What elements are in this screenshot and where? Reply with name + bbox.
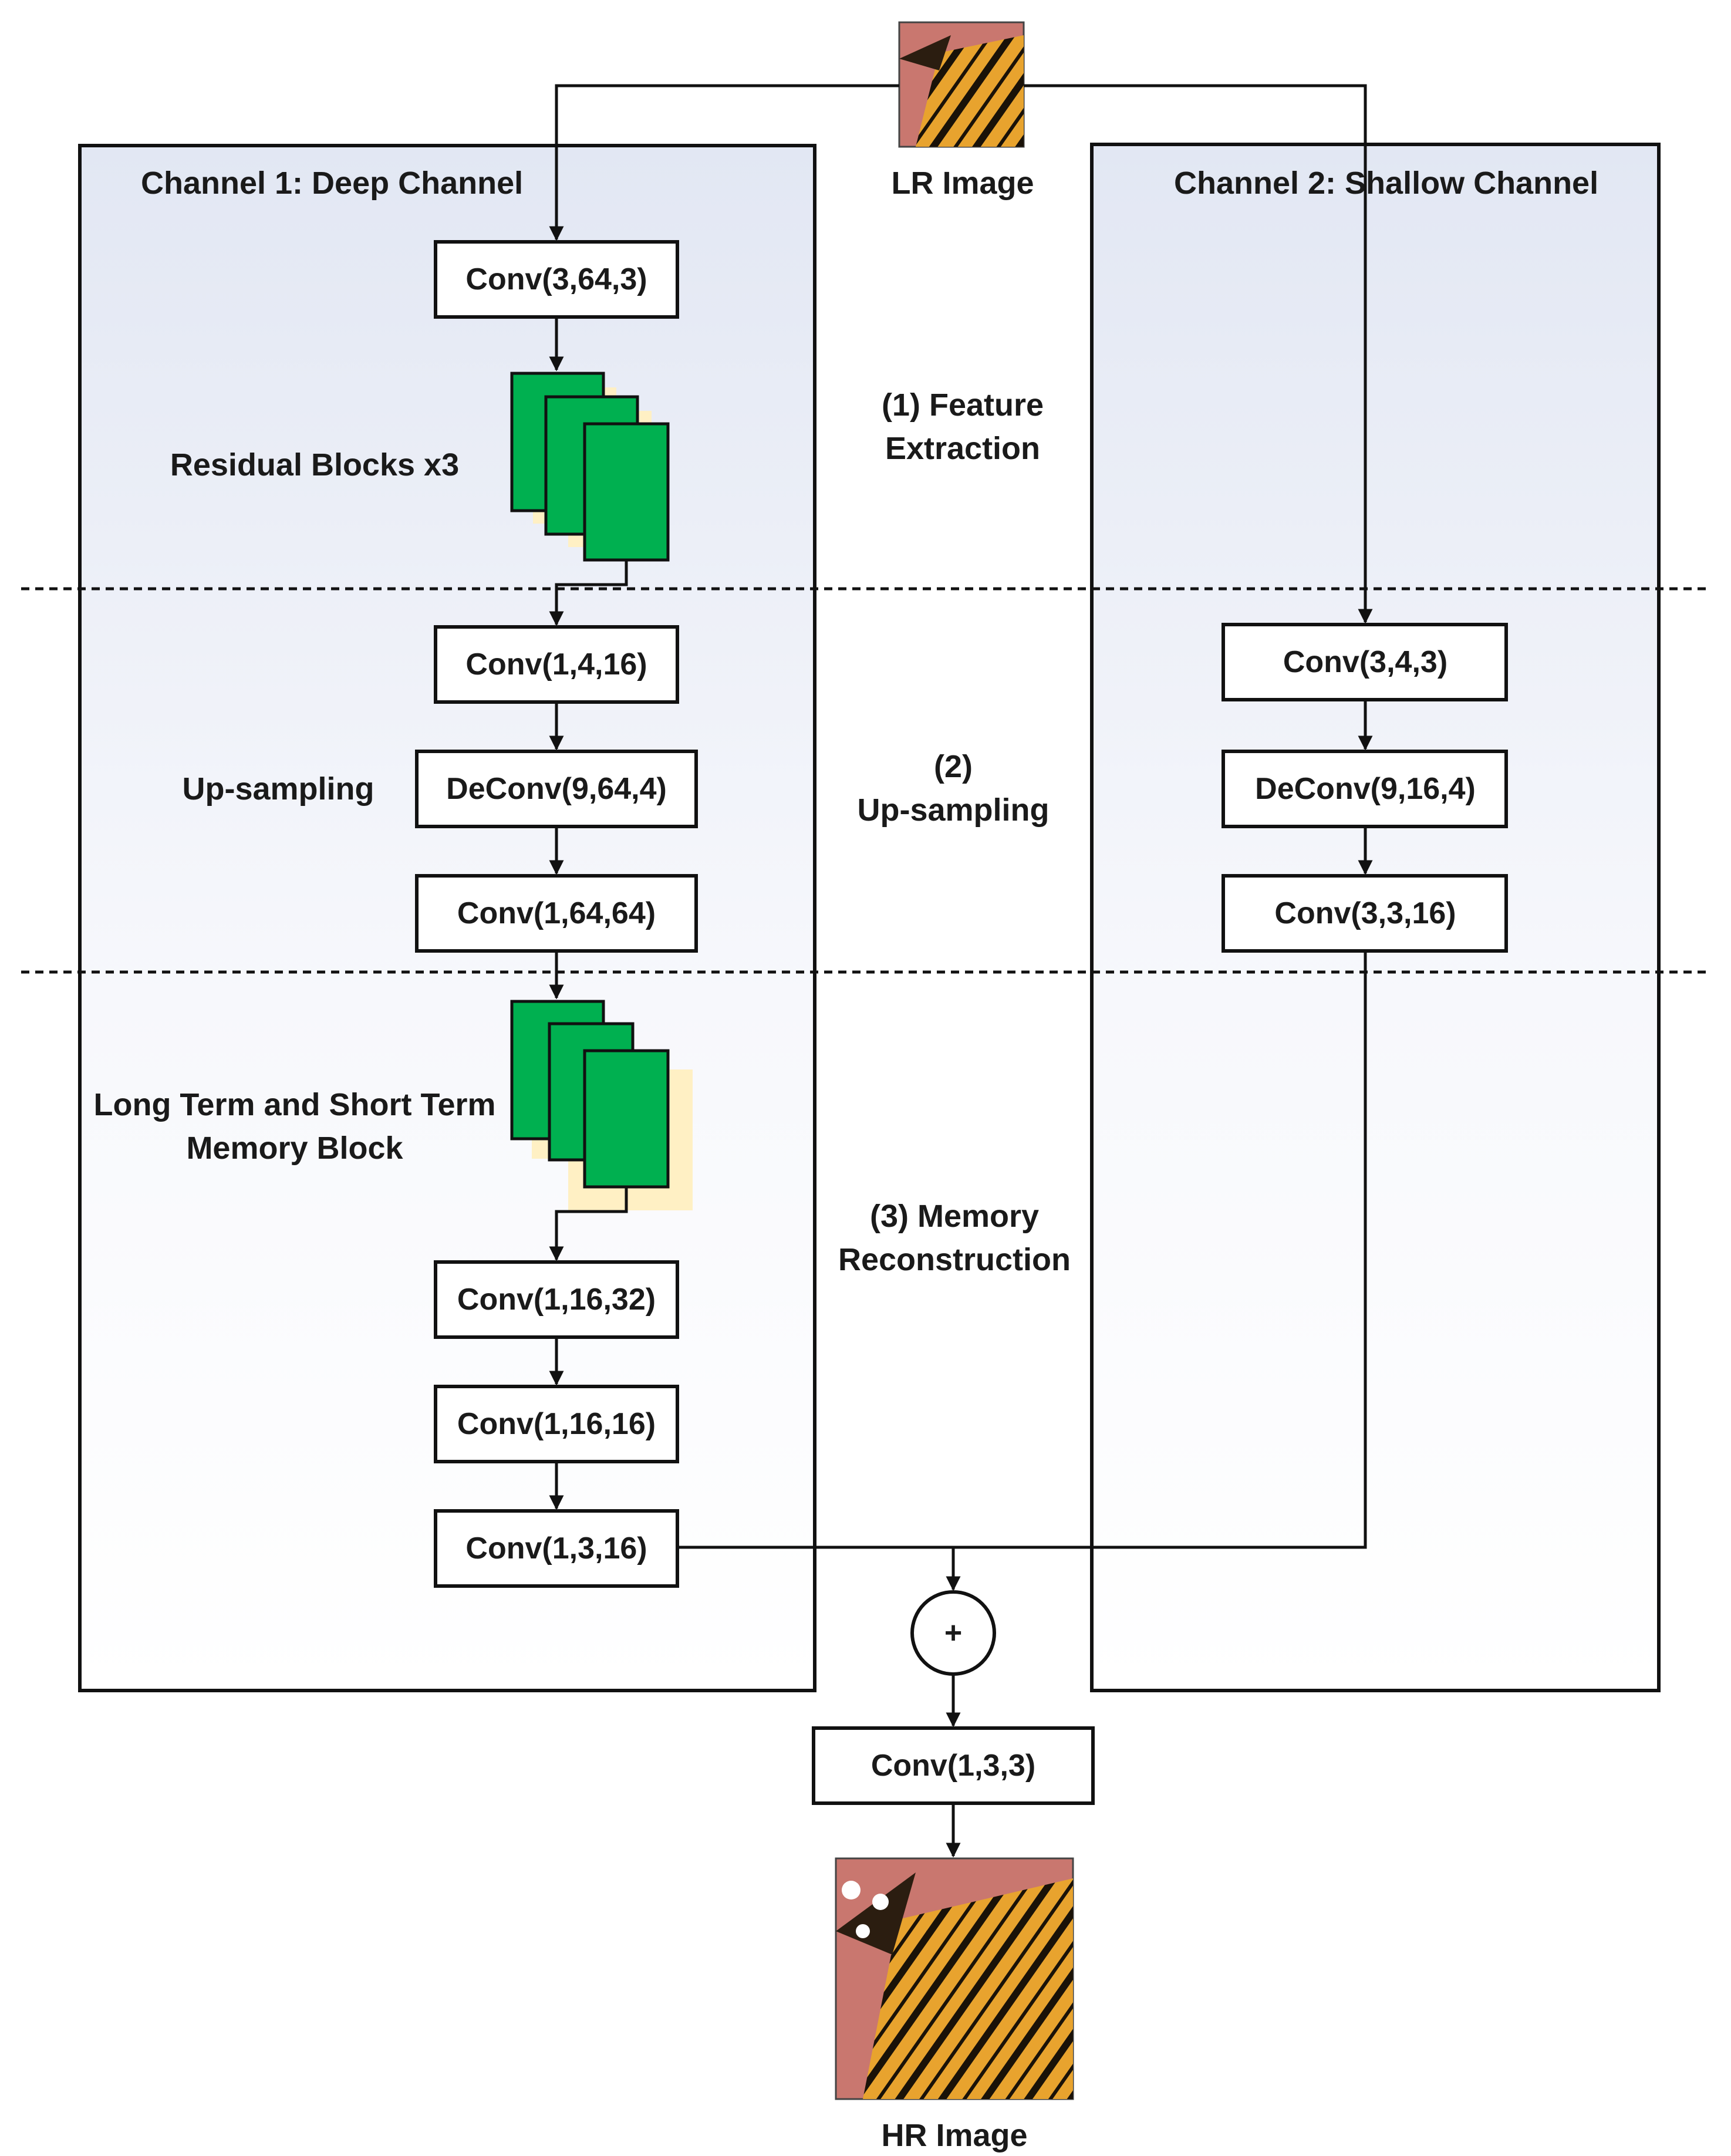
- residual-blocks-label: Residual Blocks x3: [170, 447, 459, 483]
- wire-shallow-to-sum: [953, 951, 1367, 1549]
- shallow-deconv-label: DeConv(9,16,4): [1255, 772, 1476, 806]
- stage-1-label-line1: (1) Feature: [882, 387, 1044, 423]
- deep-conv-a-label: Conv(1,16,32): [457, 1283, 656, 1317]
- deep-conv-output-box: [434, 1509, 679, 1588]
- deep-conv-b-label: Conv(1,16,16): [457, 1407, 656, 1441]
- shallow-conv-input-box: [1222, 623, 1508, 701]
- deep-conv-input-label: Conv(3,64,3): [465, 262, 647, 296]
- memory-block-label-line1: Long Term and Short Term: [93, 1087, 495, 1122]
- deep-conv-expand-box: [415, 874, 698, 953]
- final-conv-box: [812, 1726, 1095, 1805]
- stage-3-label-line2: Reconstruction: [838, 1242, 1071, 1277]
- lr-image-thumbnail: [898, 21, 1025, 148]
- shallow-channel-title: Channel 2: Shallow Channel: [1174, 166, 1598, 201]
- deep-channel-title: Channel 1: Deep Channel: [141, 166, 523, 201]
- memory-block-label-line2: Memory Block: [186, 1131, 403, 1166]
- hr-image-label: HR Image: [881, 2118, 1027, 2153]
- hr-image-thumbnail: [835, 1857, 1074, 2100]
- deep-conv-expand-label: Conv(1,64,64): [457, 896, 656, 930]
- wire-lr-to-shallow: [1024, 84, 1373, 624]
- shallow-conv-output-label: Conv(3,3,16): [1274, 896, 1456, 930]
- deep-conv-input-box: [434, 240, 679, 319]
- stage-1-label-line2: Extraction: [885, 431, 1040, 466]
- wire-residual-to-conv-reduce: [549, 560, 628, 626]
- stage-3-label-line1: (3) Memory: [870, 1199, 1039, 1234]
- lr-image-label: LR Image: [891, 166, 1034, 201]
- wire-memory-to-conv-a: [549, 1187, 628, 1261]
- residual-blocks-stack: [510, 372, 670, 562]
- shallow-conv-input-label: Conv(3,4,3): [1283, 645, 1447, 679]
- stage-2-label-line2: Up-sampling: [857, 792, 1049, 828]
- deep-deconv-box: [415, 750, 698, 828]
- deep-conv-output-label: Conv(1,3,16): [465, 1531, 647, 1565]
- deep-conv-reduce-label: Conv(1,4,16): [465, 647, 647, 681]
- final-conv-label: Conv(1,3,3): [871, 1749, 1035, 1783]
- wire-lr-to-deep: [549, 84, 899, 241]
- memory-block-stack: [510, 1000, 693, 1210]
- sum-symbol: +: [944, 1616, 962, 1650]
- deep-deconv-label: DeConv(9,64,4): [446, 772, 667, 806]
- deep-conv-b-box: [434, 1385, 679, 1463]
- deep-upsampling-label: Up-sampling: [182, 771, 374, 807]
- stage-2-label-line1: (2): [934, 749, 973, 784]
- shallow-deconv-box: [1222, 750, 1508, 828]
